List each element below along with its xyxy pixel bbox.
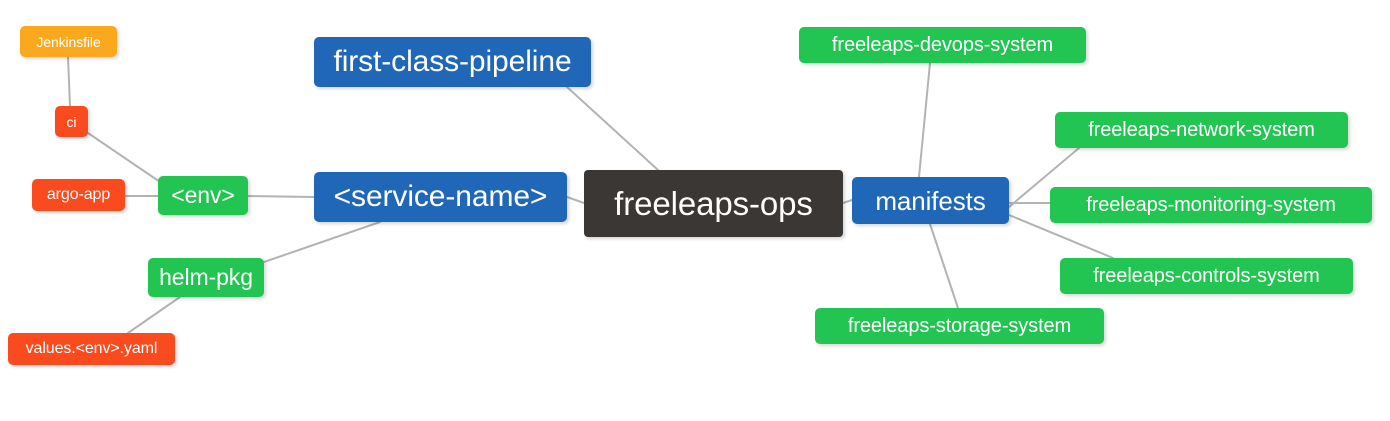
node-first-class-pipeline[interactable]: first-class-pipeline <box>314 37 591 87</box>
node-freeleaps-network-system[interactable]: freeleaps-network-system <box>1055 112 1348 148</box>
node-label: freeleaps-devops-system <box>831 34 1054 56</box>
node-label: first-class-pipeline <box>333 45 572 78</box>
node-label: freeleaps-ops <box>614 185 813 222</box>
node-label: freeleaps-monitoring-system <box>1086 194 1336 216</box>
node-service-name[interactable]: <service-name> <box>314 172 567 222</box>
node-label: manifests <box>875 185 986 216</box>
node-label: freeleaps-storage-system <box>847 315 1072 337</box>
node-manifests[interactable]: manifests <box>852 177 1009 224</box>
node-values-yaml[interactable]: values.<env>.yaml <box>8 333 175 365</box>
node-ci[interactable]: ci <box>55 106 88 137</box>
node-env[interactable]: <env> <box>158 176 248 215</box>
node-helm-pkg[interactable]: helm-pkg <box>148 258 264 297</box>
node-label: values.<env>.yaml <box>25 340 158 357</box>
node-label: <env> <box>171 182 235 208</box>
node-label: freeleaps-controls-system <box>1093 265 1320 287</box>
node-label: helm-pkg <box>159 264 253 290</box>
node-argo-app[interactable]: argo-app <box>32 179 125 211</box>
node-label: argo-app <box>46 186 111 203</box>
edge-manifests-to-storage-system <box>929 223 959 309</box>
edge-jenkinsfile-to-ci <box>67 56 71 107</box>
edge-manifests-to-devops-system <box>918 62 931 178</box>
edge-service-name-to-root <box>566 196 585 204</box>
edge-root-to-manifests <box>842 199 853 204</box>
edge-helm-pkg-to-service-name <box>263 221 381 263</box>
node-label: Jenkinsfile <box>36 33 101 50</box>
node-label: freeleaps-network-system <box>1088 119 1315 141</box>
node-jenkinsfile[interactable]: Jenkinsfile <box>20 26 117 57</box>
node-label: ci <box>66 113 77 130</box>
node-freeleaps-devops-system[interactable]: freeleaps-devops-system <box>799 27 1086 63</box>
node-freeleaps-ops[interactable]: freeleaps-ops <box>584 170 843 237</box>
edge-first-class-pipeline-to-root <box>566 86 659 171</box>
node-freeleaps-controls-system[interactable]: freeleaps-controls-system <box>1060 258 1353 294</box>
node-freeleaps-monitoring-system[interactable]: freeleaps-monitoring-system <box>1050 187 1372 223</box>
node-freeleaps-storage-system[interactable]: freeleaps-storage-system <box>815 308 1104 344</box>
edge-values-yaml-to-helm-pkg <box>127 296 181 334</box>
edge-env-to-service-name <box>247 195 315 198</box>
node-label: <service-name> <box>333 180 548 213</box>
